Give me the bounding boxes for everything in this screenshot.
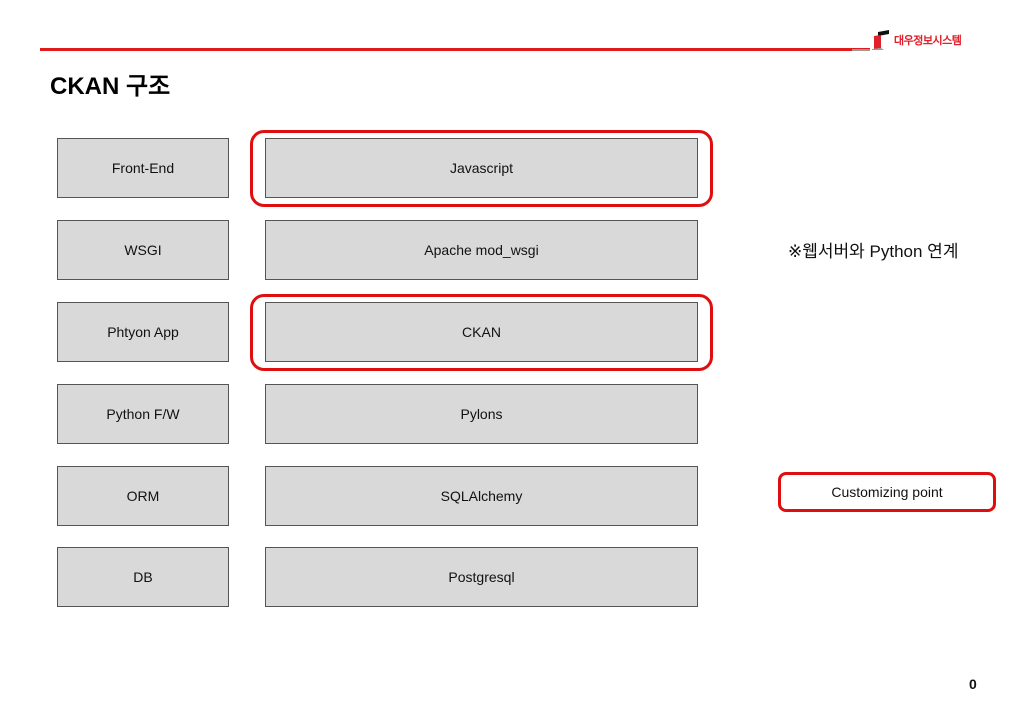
logo-mark-icon	[872, 30, 890, 50]
layer-label-python-app: Phtyon App	[57, 302, 229, 362]
layer-tech-javascript: Javascript	[265, 138, 698, 198]
layer-tech-ckan: CKAN	[265, 302, 698, 362]
wsgi-note: ※웹서버와 Python 연계	[788, 242, 959, 261]
layer-label-db: DB	[57, 547, 229, 607]
layer-label-python-fw: Python F/W	[57, 384, 229, 444]
layer-tech-pylons: Pylons	[265, 384, 698, 444]
customizing-highlight-javascript	[250, 130, 713, 207]
page-number: 0	[969, 676, 977, 692]
layer-label-orm: ORM	[57, 466, 229, 526]
company-logo: 대우정보시스템	[872, 30, 962, 50]
header-rule-accent	[852, 49, 870, 51]
layer-tech-postgresql: Postgresql	[265, 547, 698, 607]
page-title: CKAN 구조	[50, 73, 171, 100]
logo-text: 대우정보시스템	[894, 35, 962, 47]
layer-label-front-end: Front-End	[57, 138, 229, 198]
header-rule	[40, 48, 870, 51]
layer-tech-sqlalchemy: SQLAlchemy	[265, 466, 698, 526]
layer-label-wsgi: WSGI	[57, 220, 229, 280]
layer-tech-mod-wsgi: Apache mod_wsgi	[265, 220, 698, 280]
customizing-highlight-ckan	[250, 294, 713, 371]
legend-customizing-point: Customizing point	[778, 472, 996, 512]
